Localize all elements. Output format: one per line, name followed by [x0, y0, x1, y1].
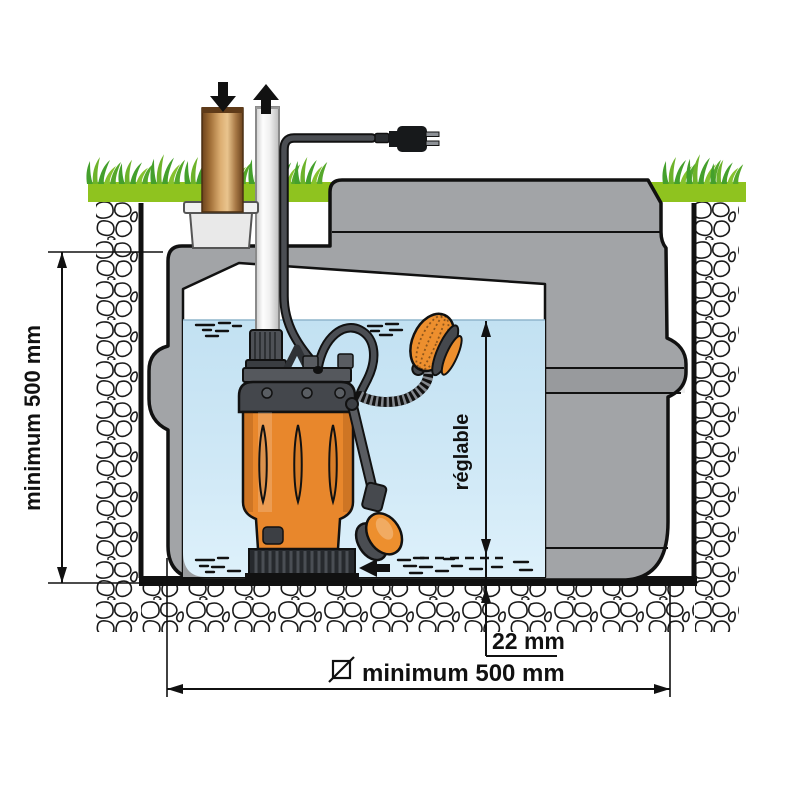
outlet-arrow-up-icon [253, 84, 279, 114]
pump-top-tab-right [337, 353, 354, 369]
cable-gland [313, 366, 323, 374]
tank-floor-fillet [183, 552, 206, 577]
dim-pit-depth: minimum 500 mm [20, 251, 163, 584]
gravel-backfill [96, 202, 739, 632]
gravel-bottom-band [141, 586, 694, 632]
float-rod-mount [345, 397, 359, 411]
float-range-label: réglable [451, 414, 473, 491]
pipe-direction-arrows [210, 82, 279, 114]
pump-skirt-plate [262, 526, 284, 545]
float-switch-ball [409, 312, 463, 377]
pit-depth-label: minimum 500 mm [20, 325, 45, 511]
diameter-symbol-icon [328, 656, 355, 683]
power-plug-icon [374, 126, 440, 152]
tank-seam-lines [332, 231, 684, 549]
pipe-collar [188, 212, 254, 249]
flow-arrow-left-icon [359, 559, 390, 577]
copper-downpipe [201, 107, 244, 213]
pump-body-ribs [258, 424, 338, 506]
power-cable [279, 133, 379, 401]
residual-water-label: 22 mm [492, 628, 565, 654]
pump-top-plate [242, 367, 352, 383]
dim-pit-diameter: minimum 500 mm [166, 558, 671, 697]
tank-rib-band [546, 368, 685, 393]
pump-top-tab-left [302, 355, 319, 369]
outlet-pipe [255, 106, 280, 338]
pit-diameter-label: minimum 500 mm [362, 660, 565, 687]
bottom-float [345, 397, 404, 562]
dim-float-range: réglable 22 mm [451, 321, 565, 657]
pump-hose-coupling [245, 329, 287, 371]
inlet-arrow-down-icon [210, 82, 236, 112]
float-switch [355, 312, 463, 407]
water-ripples [194, 321, 534, 575]
gravel-right-column [695, 202, 739, 632]
gravel-left-column [96, 202, 140, 632]
inlet-pipe [183, 107, 259, 249]
submersible-pump [237, 329, 359, 580]
pump-strainer [245, 548, 359, 580]
bottom-float-ball [354, 512, 404, 562]
